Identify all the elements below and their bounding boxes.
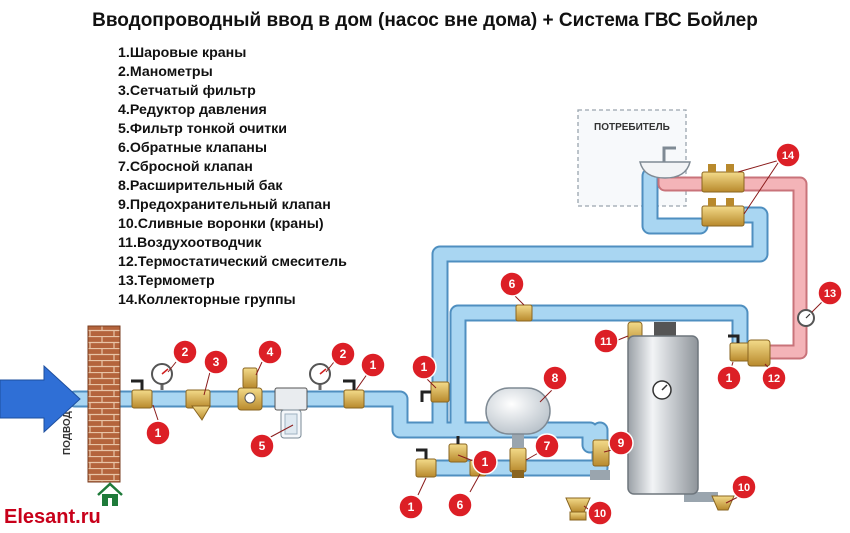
- marker-label: 3: [213, 355, 220, 369]
- marker-12-badge: [761, 365, 787, 391]
- marker-4-badge: [257, 339, 283, 365]
- legend-item: 11.Воздухоотводчик: [118, 235, 262, 251]
- marker-label: 10: [594, 508, 606, 520]
- marker-label: 13: [824, 288, 836, 300]
- legend-item: 2.Манометры: [118, 64, 213, 80]
- marker-1-badge: [411, 354, 437, 380]
- marker-label: 14: [782, 150, 795, 162]
- manifold-group-icon: [701, 164, 745, 193]
- wall-label: ПОДВОД ХВС: [62, 388, 73, 455]
- marker-10-badge: [731, 474, 757, 500]
- marker-label: 1: [408, 500, 415, 514]
- legend-item: 7.Сбросной клапан: [118, 159, 253, 175]
- thermometer-icon: [797, 309, 815, 327]
- legend-item: 14.Коллекторные группы: [118, 292, 296, 308]
- marker-2-badge: [172, 339, 198, 365]
- marker-1-badge: [716, 365, 742, 391]
- page-title: Вводопроводный ввод в дом (насос вне дом…: [92, 10, 758, 31]
- marker-label: 8: [552, 371, 559, 385]
- legend-list: 1.Шаровые краны 2.Манометры 3.Сетчатый ф…: [118, 44, 347, 310]
- legend-item: 9.Предохранительный клапан: [118, 197, 331, 213]
- marker-label: 10: [738, 482, 750, 494]
- marker-7-badge: [534, 433, 560, 459]
- marker-5-badge: [249, 433, 275, 459]
- inlet-arrow-icon: [0, 364, 81, 434]
- boiler-tank-icon: [627, 322, 699, 495]
- ball-valve-icon: [448, 436, 468, 463]
- ball-valve-icon: [131, 379, 153, 409]
- marker-label: 7: [544, 439, 551, 453]
- marker-label: 6: [509, 277, 516, 291]
- marker-1-badge: [145, 420, 171, 446]
- check-valve-icon: [515, 304, 533, 322]
- legend-item: 12.Термостатический смеситель: [118, 254, 347, 270]
- sink-icon: [639, 146, 691, 179]
- marker-3-badge: [203, 349, 229, 375]
- marker-1-badge: [398, 494, 424, 520]
- ball-valve-icon: [728, 334, 751, 362]
- brand-logo[interactable]: Elesant.ru: [4, 506, 101, 528]
- marker-label: 1: [155, 426, 162, 440]
- pressure-gauge-icon: [309, 363, 331, 390]
- consumer-label: ПОТРЕБИТЕЛЬ: [594, 122, 670, 133]
- marker-label: 1: [726, 371, 733, 385]
- marker-8-badge: [542, 365, 568, 391]
- legend-item: 8.Расширительный бак: [118, 178, 283, 194]
- marker-6-badge: [447, 492, 473, 518]
- thermostatic-mixer-icon: [747, 339, 771, 367]
- pressure-reducer-icon: [237, 367, 263, 411]
- marker-label: 1: [482, 455, 489, 469]
- marker-label: 2: [182, 345, 189, 359]
- drain-funnel-icon: [684, 492, 735, 511]
- marker-label: 1: [421, 360, 428, 374]
- expansion-tank-icon: [485, 387, 551, 448]
- cold-pipe-riser: [431, 206, 769, 439]
- marker-11-badge: [593, 328, 619, 354]
- marker-14-badge: [775, 142, 801, 168]
- manifold-group-icon: [701, 198, 745, 227]
- legend-item: 1.Шаровые краны: [118, 45, 247, 61]
- marker-1-badge: [472, 449, 498, 475]
- marker-label: 9: [618, 436, 625, 450]
- ball-valve-icon: [420, 381, 450, 403]
- marker-label: 11: [600, 336, 612, 348]
- marker-label: 6: [457, 498, 464, 512]
- fine-filter-icon: [274, 387, 308, 439]
- relief-valve-icon: [509, 447, 527, 478]
- brick-wall: [87, 325, 121, 483]
- marker-label: 4: [267, 345, 274, 359]
- ball-valve-icon: [343, 379, 365, 409]
- legend-item: 13.Термометр: [118, 273, 215, 289]
- legend-item: 5.Фильтр тонкой очитки: [118, 121, 287, 137]
- marker-9-badge: [608, 430, 634, 456]
- legend-item: 4.Редуктор давления: [118, 102, 267, 118]
- drain-funnel-icon: [565, 470, 610, 521]
- marker-13-badge: [817, 280, 843, 306]
- marker-1-badge: [360, 352, 386, 378]
- pressure-gauge-icon: [151, 363, 173, 390]
- marker-label: 12: [768, 373, 780, 385]
- mesh-filter-icon: [185, 389, 211, 421]
- marker-10-badge: [587, 500, 613, 526]
- marker-label: 2: [340, 347, 347, 361]
- marker-2-badge: [330, 341, 356, 367]
- legend-item: 10.Сливные воронки (краны): [118, 216, 324, 232]
- marker-label: 1: [370, 358, 377, 372]
- marker-6-badge: [499, 271, 525, 297]
- legend-item: 6.Обратные клапаны: [118, 140, 267, 156]
- safety-valve-icon: [592, 439, 610, 467]
- marker-label: 5: [259, 439, 266, 453]
- house-logo-icon: [97, 482, 123, 506]
- legend-item: 3.Сетчатый фильтр: [118, 83, 256, 99]
- ball-valve-icon: [415, 448, 437, 478]
